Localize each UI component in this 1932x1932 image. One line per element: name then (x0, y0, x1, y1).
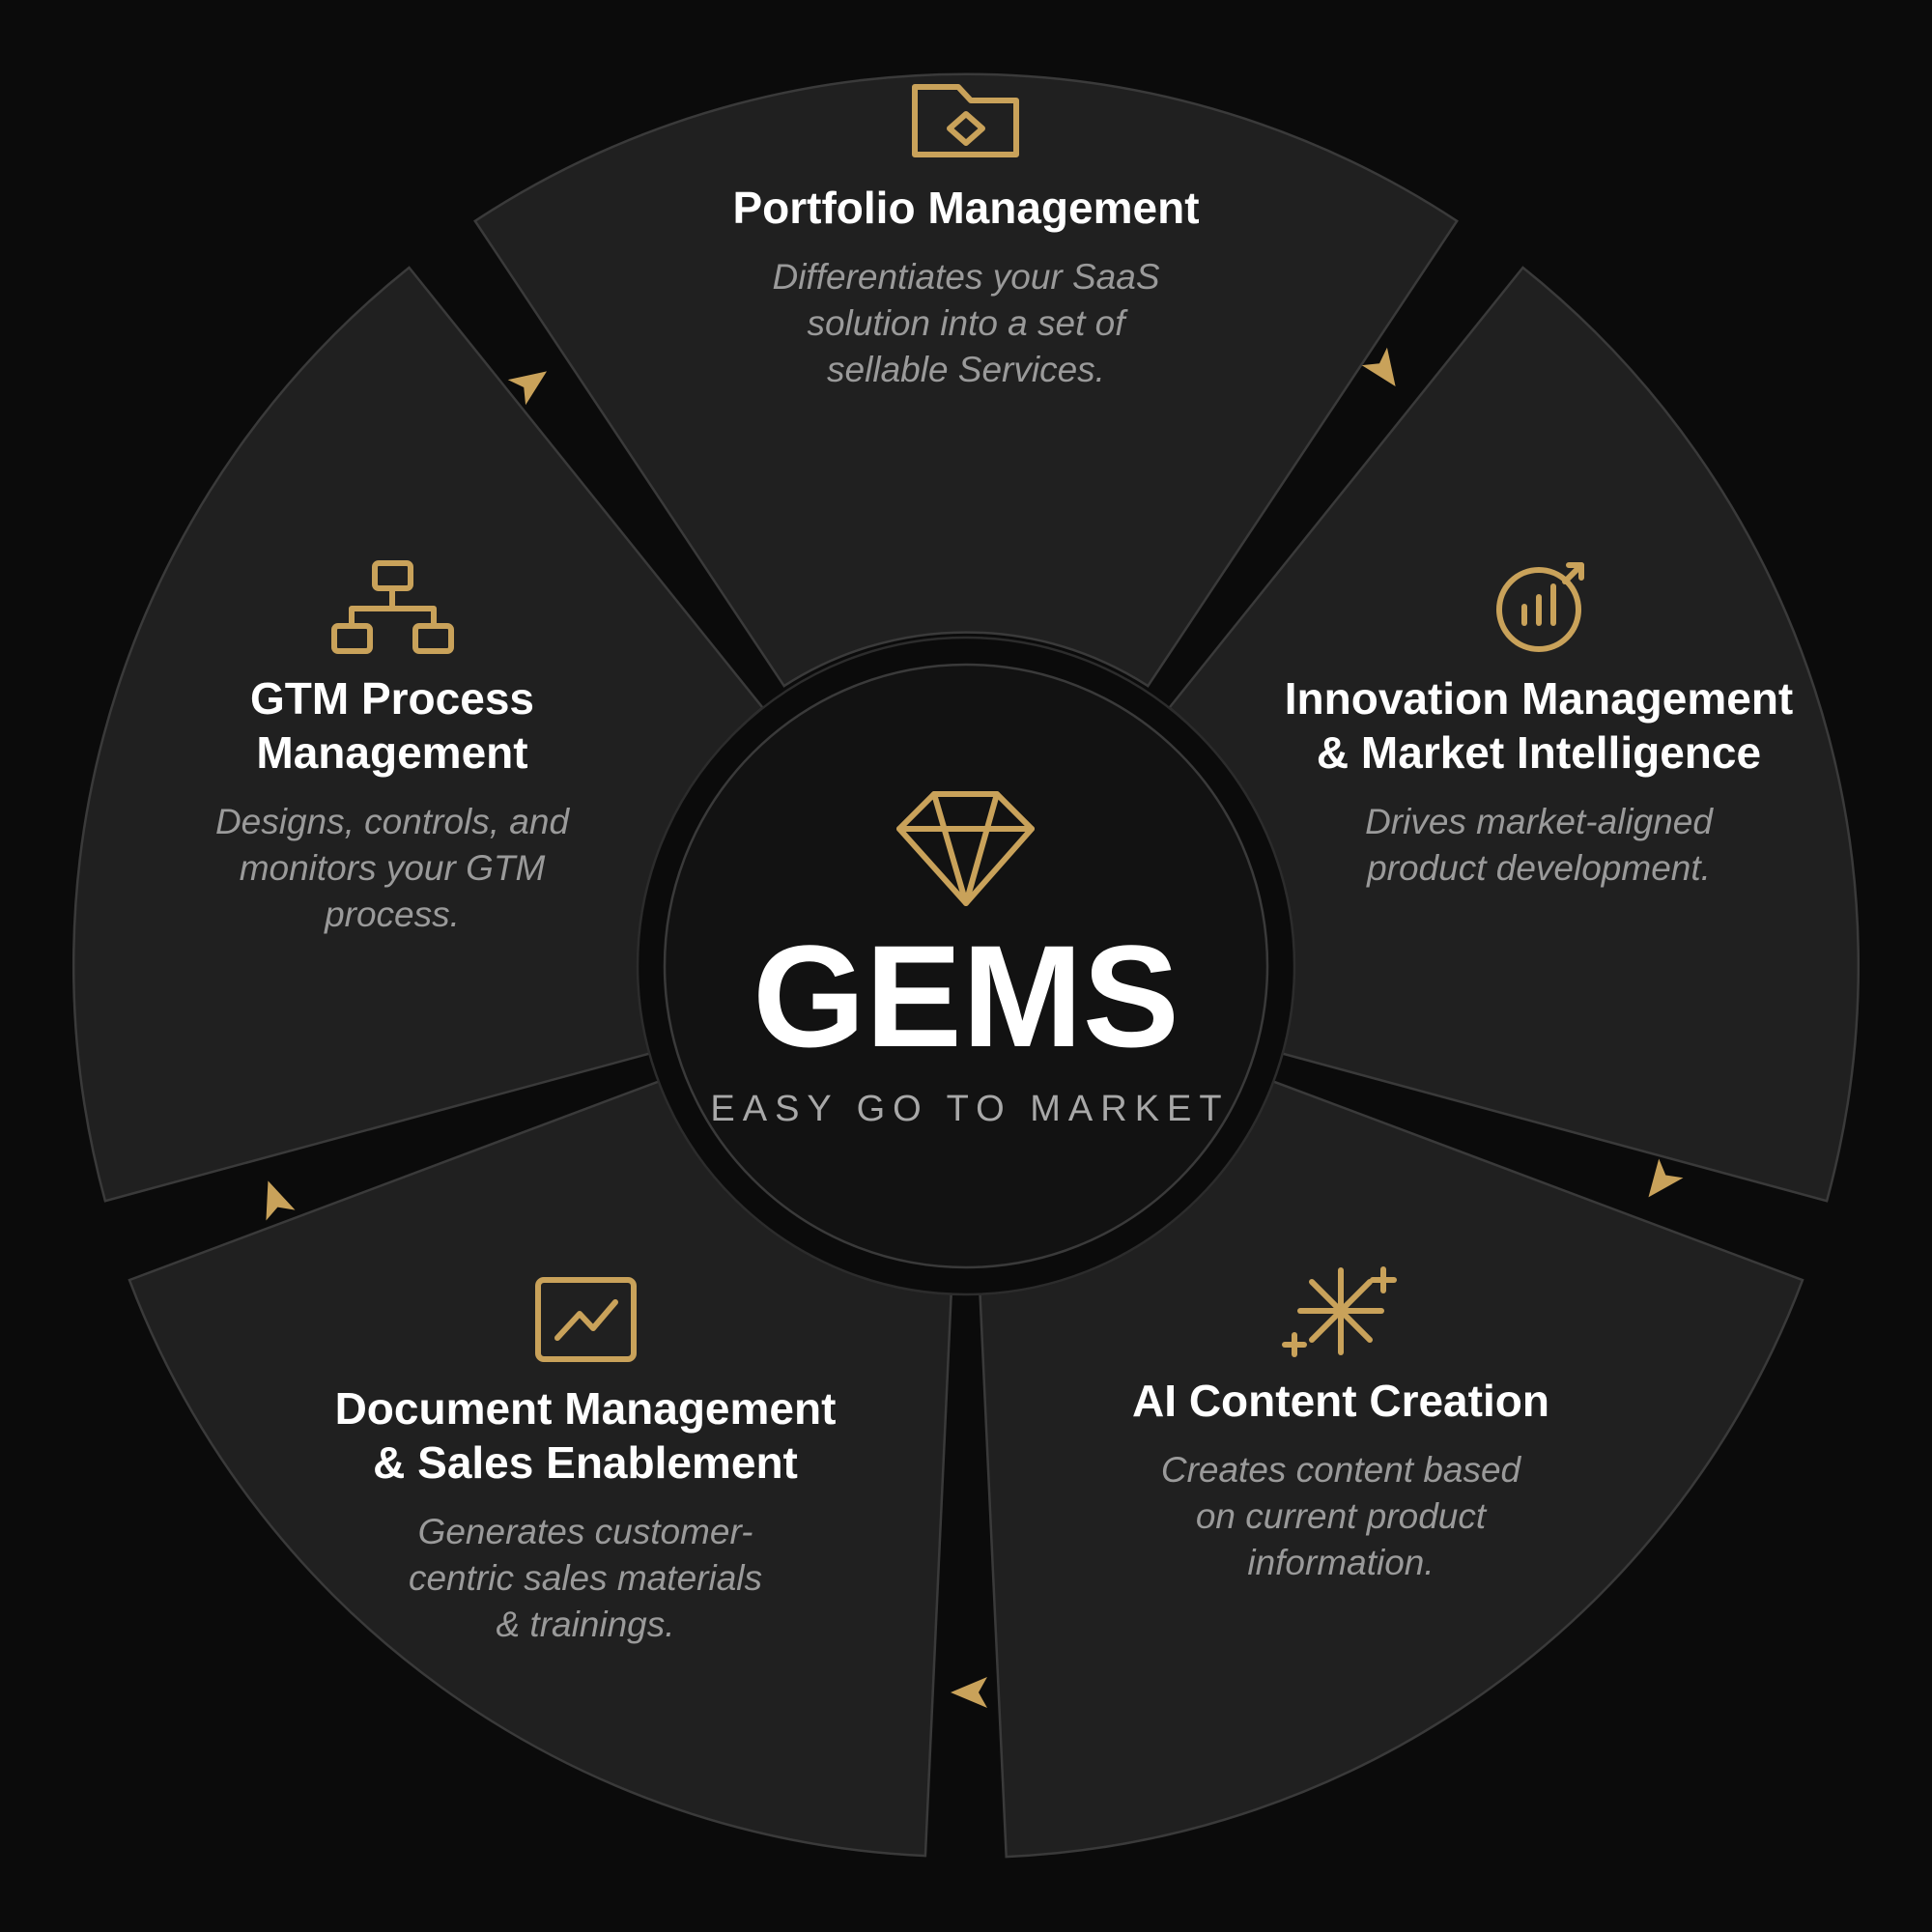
flow-arrow-icon (266, 1180, 296, 1221)
segment-description: & trainings. (496, 1605, 674, 1644)
hub-title: GEMS (753, 915, 1179, 1077)
segment-description: monitors your GTM (240, 848, 546, 888)
flow-arrow-icon (951, 1677, 987, 1708)
segment-title: Document Management (335, 1383, 837, 1434)
segment-description: Creates content based (1161, 1450, 1522, 1490)
segment-title: & Market Intelligence (1317, 727, 1761, 778)
sparkle-icon (1282, 1266, 1397, 1357)
segment-description: product development. (1366, 848, 1711, 888)
segment-description: sellable Services. (827, 350, 1105, 389)
flow-arrow-icon (1648, 1158, 1684, 1198)
segment-title: & Sales Enablement (373, 1437, 798, 1488)
hub-circle[interactable] (663, 663, 1269, 1269)
segment-description: Designs, controls, and (215, 802, 571, 841)
segment-title: Innovation Management (1285, 673, 1793, 724)
hub-subtitle: EASY GO TO MARKET (710, 1089, 1229, 1129)
segment-title: Portfolio Management (732, 183, 1199, 233)
segment-description: process. (324, 895, 460, 934)
flow-arrow-icon (1361, 347, 1396, 387)
segment-title: Management (256, 727, 527, 778)
segment-title: AI Content Creation (1132, 1376, 1549, 1426)
segment-description: solution into a set of (807, 303, 1128, 343)
folder-diamond-icon (912, 84, 1019, 157)
segment-description: on current product (1196, 1496, 1488, 1536)
segment-description: centric sales materials (409, 1558, 762, 1598)
segment-description: Drives market-aligned (1365, 802, 1714, 841)
chart-line-icon (535, 1277, 637, 1362)
target-chart-icon (1496, 562, 1584, 652)
segment-description: information. (1247, 1543, 1434, 1582)
segment-description: Generates customer- (418, 1512, 753, 1551)
hierarchy-icon (331, 560, 454, 654)
segment-title: GTM Process (250, 673, 534, 724)
flow-arrow-icon (507, 371, 548, 406)
segment-description: Differentiates your SaaS (772, 257, 1159, 297)
segment-portfolio[interactable] (473, 72, 1459, 688)
diamond-icon (896, 791, 1035, 906)
